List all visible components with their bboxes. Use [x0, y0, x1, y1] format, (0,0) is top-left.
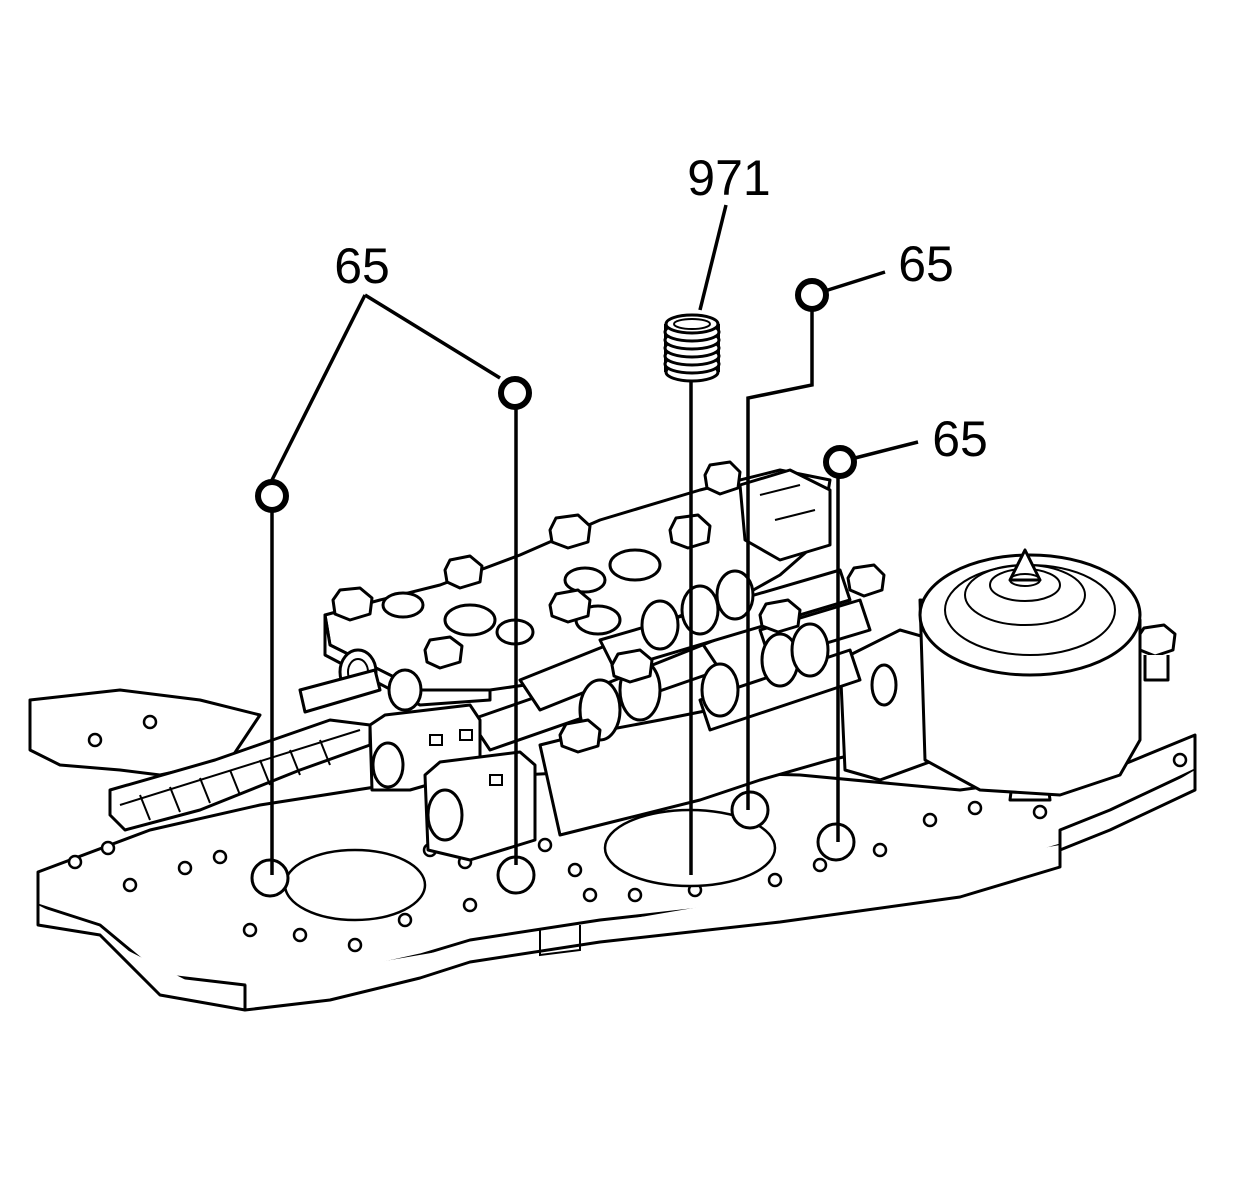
check-balls-loose: [255, 278, 857, 513]
check-ball-left: [255, 479, 289, 513]
callout-label-65-left: 65: [334, 238, 390, 294]
bolt: [846, 563, 886, 598]
bolt: [703, 460, 742, 496]
callout-label-971: 971: [687, 150, 770, 206]
bolt: [331, 586, 374, 622]
bolt: [758, 598, 802, 634]
check-ball-bore-right: [816, 822, 856, 862]
bolt: [423, 635, 464, 670]
check-ball-upper-right: [795, 278, 829, 312]
check-ball-right: [823, 445, 857, 479]
check-ball-bore-left: [250, 858, 290, 898]
bolt: [558, 718, 602, 754]
plate-bore-left: [283, 848, 427, 922]
check-balls-installed: [250, 790, 856, 898]
spring-971: [663, 313, 721, 383]
bolts: [331, 460, 1177, 802]
bolt: [610, 648, 654, 684]
check-ball-mid: [498, 376, 532, 410]
callout-label-65-upper-right: 65: [898, 236, 954, 292]
check-ball-bore-right-upper: [730, 790, 770, 830]
accumulator-housing: [918, 548, 1142, 797]
bolt: [443, 554, 484, 590]
solenoid-right: [423, 750, 537, 862]
leader-lines: [270, 204, 919, 875]
bolt: [548, 513, 592, 550]
callout-label-65-right: 65: [932, 411, 988, 467]
spool-valves: [381, 548, 872, 752]
bolt: [1136, 623, 1177, 682]
wiring-harness: [108, 668, 382, 832]
bolt: [548, 588, 592, 624]
